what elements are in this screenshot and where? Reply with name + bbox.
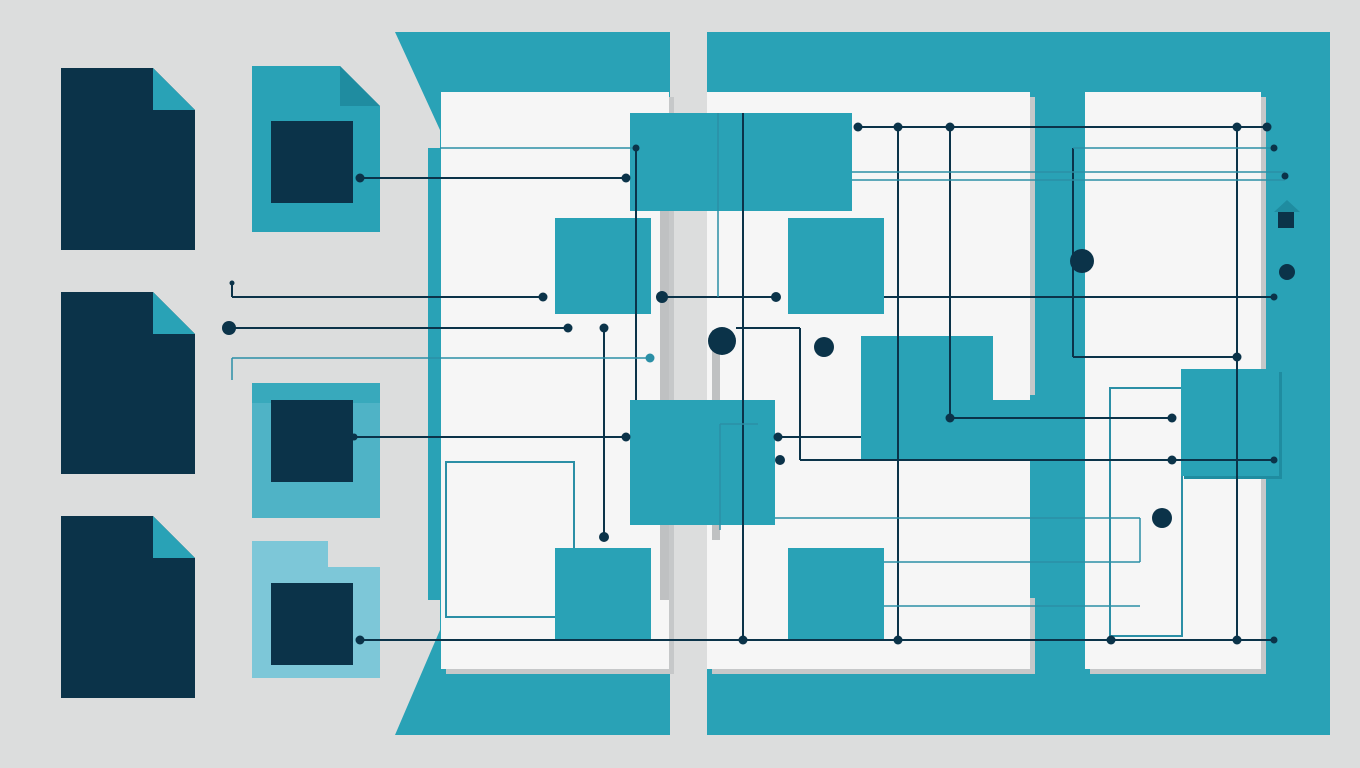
connector-dot [1279, 264, 1295, 280]
connector-dot [1270, 636, 1278, 644]
connector-dot [1106, 635, 1116, 645]
connector-dot [738, 635, 748, 645]
framed-document-icon [252, 66, 380, 232]
connector-dot [645, 353, 655, 363]
connector-dot [1167, 455, 1177, 465]
connector-dot [538, 292, 548, 302]
flow-node [630, 113, 852, 211]
framed-document-icon [252, 383, 380, 518]
connector-dot [350, 433, 358, 441]
connector-dot [893, 122, 903, 132]
large-connector-dot [1152, 508, 1172, 528]
connector-dot [773, 432, 783, 442]
connector-dot [632, 144, 640, 152]
connector-dot [222, 321, 236, 335]
connector-dots [222, 122, 1295, 645]
connector-dot [229, 280, 235, 286]
connector-dot [1167, 413, 1177, 423]
document-icon [61, 292, 195, 474]
framed-document-icon [252, 541, 380, 678]
flow-node [788, 548, 884, 640]
flow-node [630, 400, 775, 525]
connector-dot [621, 432, 631, 442]
teal-stepped-block [1030, 395, 1085, 598]
connector-dot [563, 323, 573, 333]
connector-dot [599, 532, 609, 542]
large-connector-dot [708, 327, 736, 355]
connector-dot [355, 635, 365, 645]
outline-box [445, 461, 575, 618]
connector-dot [1232, 635, 1242, 645]
connector-dot [1270, 144, 1278, 152]
connector-dot [1281, 172, 1289, 180]
large-connector-dot [814, 337, 834, 357]
connector-dot [621, 173, 631, 183]
connector-dot [355, 173, 365, 183]
connector-dot [599, 323, 609, 333]
teal-strip [428, 148, 442, 600]
large-connector-dot [1070, 249, 1094, 273]
outline-box [1109, 387, 1183, 637]
connector-dot [853, 122, 863, 132]
connector-dot [1262, 122, 1272, 132]
connector-dot [1270, 456, 1278, 464]
connector-dot [945, 413, 955, 423]
connector-dot [771, 292, 781, 302]
connector-dot [1270, 293, 1278, 301]
flow-node [788, 218, 884, 314]
connector-dot [775, 455, 785, 465]
thin-connectors [231, 113, 1285, 607]
connector-dot [945, 122, 955, 132]
document-icon [61, 68, 195, 250]
connector-dot [893, 635, 903, 645]
connector-dot [656, 291, 668, 303]
document-icon [61, 516, 195, 698]
flow-node [555, 548, 651, 640]
connector-dot [1232, 352, 1242, 362]
flow-node [861, 336, 1042, 460]
house-icon [1274, 200, 1300, 228]
connector-dot [1232, 122, 1242, 132]
flow-node [1181, 369, 1279, 476]
